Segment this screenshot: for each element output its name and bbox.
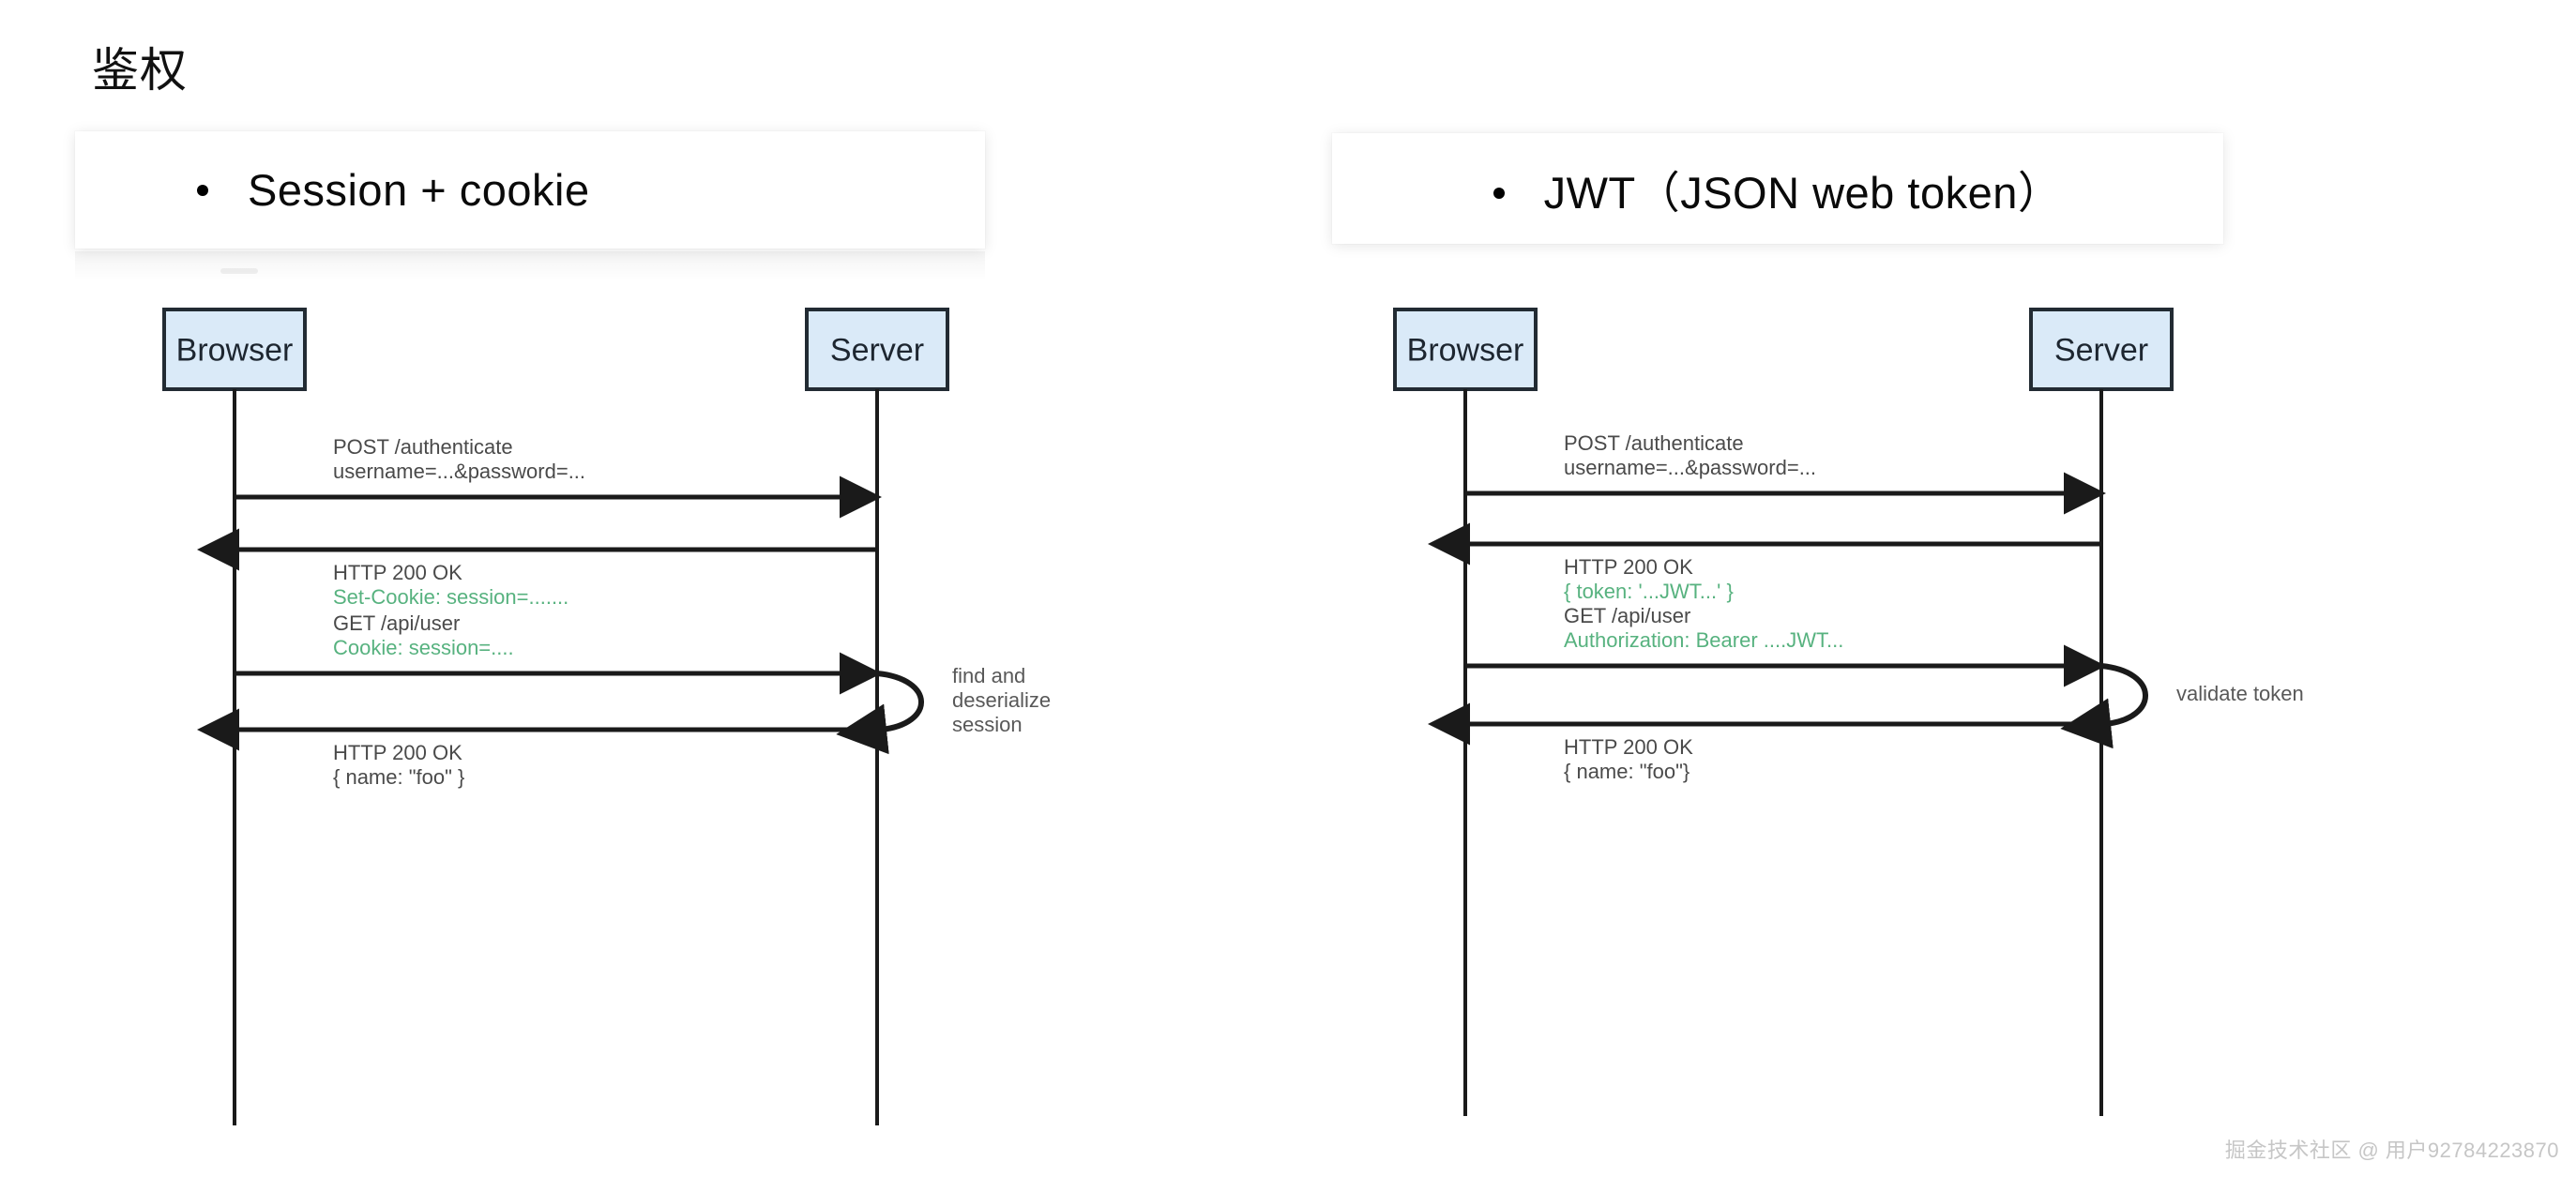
message-label-4-line-1: HTTP 200 OK xyxy=(333,741,462,764)
watermark: 掘金技术社区 @ 用户92784223870 xyxy=(2224,1139,2559,1162)
actor-label-browser: Browser xyxy=(1407,333,1524,369)
bullet-row: Session + cookie xyxy=(75,164,590,216)
self-call-note-line-1: find and xyxy=(952,664,1025,687)
self-call-note-line-3: session xyxy=(952,713,1023,736)
bullet-card-session: Session + cookie xyxy=(75,131,985,249)
message-label-2-line-1: HTTP 200 OK xyxy=(333,561,462,584)
bullet-dot-icon xyxy=(197,185,208,196)
self-call-note-line-1: validate token xyxy=(2176,682,2304,705)
actor-box-server xyxy=(805,308,949,391)
bullet-row: JWT（JSON web token） xyxy=(1493,157,2063,221)
message-label-3-line-2: Authorization: Bearer ....JWT... xyxy=(1564,628,1843,652)
actor-box-browser xyxy=(1393,308,1538,391)
message-label-3-line-1: GET /api/user xyxy=(333,611,460,635)
message-label-3-line-2: Cookie: session=.... xyxy=(333,636,514,659)
actor-label-browser: Browser xyxy=(176,333,294,369)
actor-label-server: Server xyxy=(2054,333,2148,369)
actor-label-server: Server xyxy=(830,333,924,369)
self-call-loop xyxy=(836,671,924,755)
message-label-2-line-1: HTTP 200 OK xyxy=(1564,555,1693,579)
self-call-note-line-2: deserialize xyxy=(952,688,1051,712)
message-label-4-line-2: { name: "foo" } xyxy=(333,765,464,789)
message-label-1-line-1: POST /authenticate xyxy=(1564,431,1744,455)
self-call-loop xyxy=(2060,663,2148,749)
bullet-label-jwt: JWT（JSON web token） xyxy=(1543,167,2063,218)
bullet-card-jwt: JWT（JSON web token） xyxy=(1332,133,2223,244)
message-label-1-line-2: username=...&password=... xyxy=(333,460,585,483)
message-label-1-line-1: POST /authenticate xyxy=(333,435,513,459)
page-title: 鉴权 xyxy=(92,44,188,97)
message-label-3-line-1: GET /api/user xyxy=(1564,604,1690,627)
message-label-4-line-1: HTTP 200 OK xyxy=(1564,735,1693,759)
actor-box-browser xyxy=(162,308,307,391)
bullet-dot-icon xyxy=(1493,187,1505,199)
message-label-4-line-2: { name: "foo"} xyxy=(1564,760,1690,783)
partial-next-bullet xyxy=(220,268,258,274)
message-label-2-line-2: { token: '...JWT...' } xyxy=(1564,580,1734,603)
bullet-label-session: Session + cookie xyxy=(248,165,590,215)
card-shadow-strip xyxy=(75,251,985,281)
message-label-2-line-2: Set-Cookie: session=....... xyxy=(333,585,568,609)
message-label-1-line-2: username=...&password=... xyxy=(1564,456,1816,479)
